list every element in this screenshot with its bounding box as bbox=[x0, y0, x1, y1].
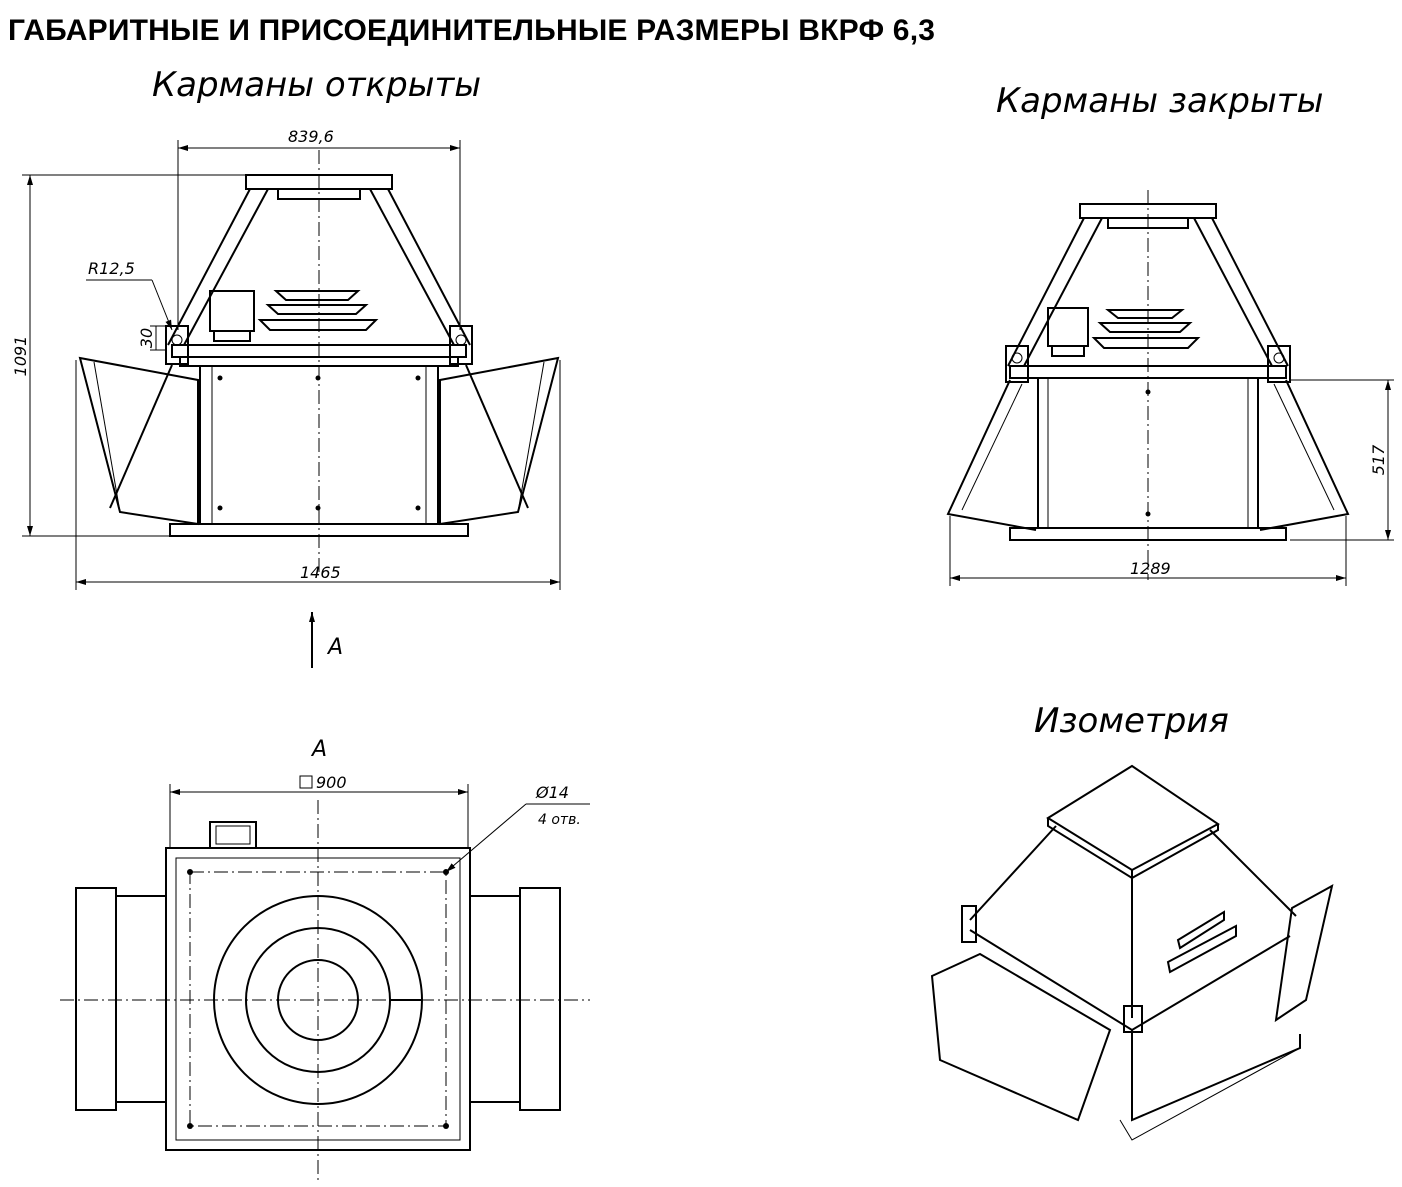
dim-top-width: 839,6 bbox=[288, 127, 334, 146]
dim-overall-width: 1465 bbox=[300, 563, 341, 582]
view-label-pockets-closed: Карманы закрыты bbox=[996, 81, 1323, 121]
dim-radius: R12,5 bbox=[88, 259, 135, 278]
dim-hole-count: 4 отв. bbox=[538, 812, 581, 828]
plan-view-label: A bbox=[310, 737, 327, 762]
view-plan-a: A 900 Ø14 4 отв. bbox=[60, 737, 590, 1180]
drawing-title: ГАБАРИТНЫЕ И ПРИСОЕДИНИТЕЛЬНЫЕ РАЗМЕРЫ В… bbox=[8, 14, 935, 47]
view-label-pockets-open: Карманы открыты bbox=[152, 65, 481, 105]
view-label-isometry: Изометрия bbox=[1034, 701, 1229, 741]
view-pockets-closed: 517 1289 bbox=[946, 190, 1394, 586]
dim-hole-diameter: Ø14 bbox=[535, 783, 569, 802]
view-pockets-open: 839,6 1091 R12,5 30 1465 A bbox=[11, 127, 561, 668]
dim-plan-square: 900 bbox=[316, 773, 347, 792]
dim-closed-width: 1289 bbox=[1130, 559, 1171, 578]
view-isometry bbox=[930, 764, 1334, 1141]
dim-overall-height: 1091 bbox=[11, 336, 30, 377]
dim-offset: 30 bbox=[137, 328, 156, 348]
view-arrow-label: A bbox=[326, 635, 343, 660]
dim-closed-height: 517 bbox=[1369, 444, 1388, 475]
